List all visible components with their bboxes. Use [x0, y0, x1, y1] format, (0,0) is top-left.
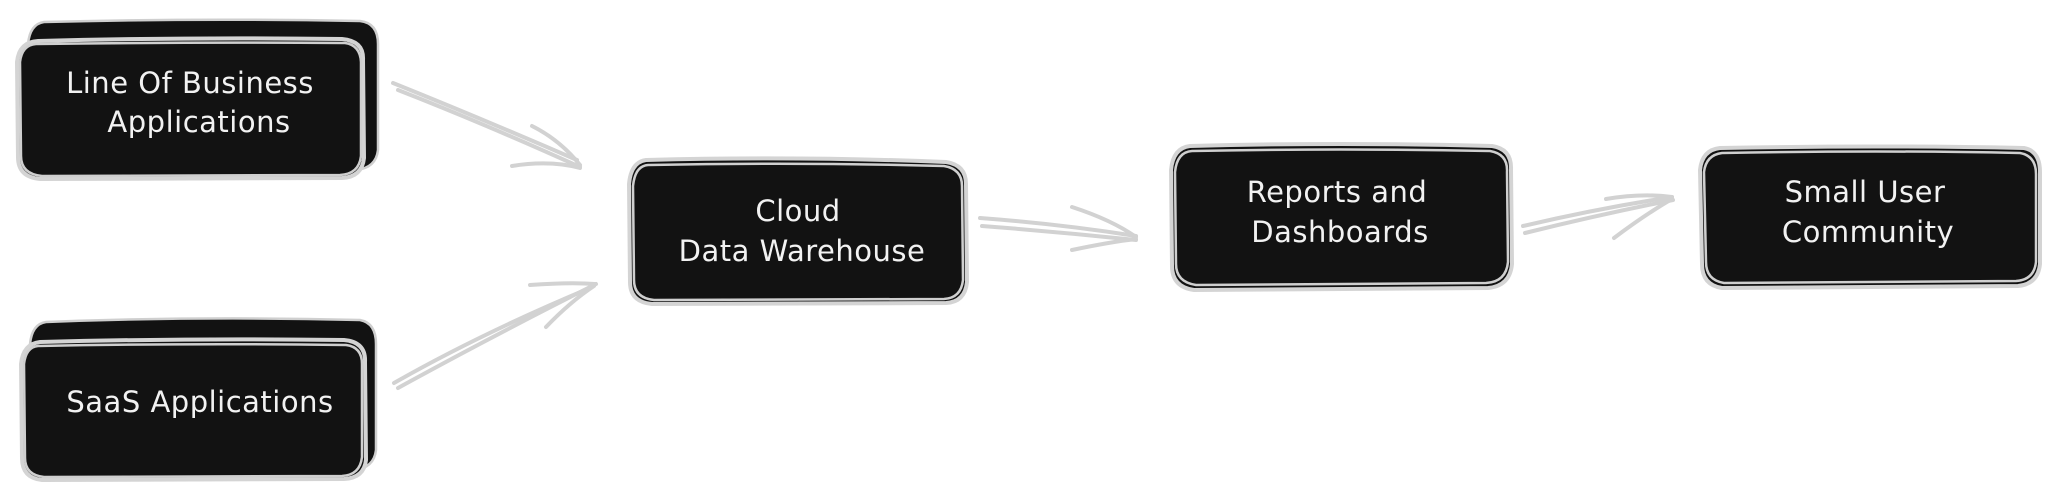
- node-label-line-1: Reports and: [1247, 175, 1428, 209]
- node-label-line-1: Cloud: [755, 194, 840, 228]
- node-saas-applications[interactable]: SaaS Applications: [19, 317, 378, 482]
- node-label-line-1: Line Of Business: [66, 66, 314, 100]
- node-label-line-2: Data Warehouse: [679, 234, 926, 268]
- arrow-cdw-to-reports: [978, 205, 1138, 252]
- node-label-line-1: SaaS Applications: [66, 385, 333, 419]
- node-label-line-2: Applications: [107, 105, 290, 139]
- node-reports-and-dashboards[interactable]: Reports and Dashboards: [1169, 142, 1514, 292]
- node-label-line-2: Community: [1782, 215, 1954, 249]
- arrow-reports-to-community: [1521, 193, 1675, 240]
- node-cloud-data-warehouse[interactable]: Cloud Data Warehouse: [627, 156, 969, 306]
- node-line-of-business-applications[interactable]: Line Of Business Applications: [15, 18, 380, 181]
- arrow-saas-to-cdw: [392, 281, 598, 390]
- arrow-lob-to-cdw: [391, 81, 582, 170]
- node-label-line-1: Small User: [1785, 175, 1946, 209]
- node-label-line-2: Dashboards: [1251, 215, 1428, 249]
- node-small-user-community[interactable]: Small User Community: [1698, 144, 2042, 290]
